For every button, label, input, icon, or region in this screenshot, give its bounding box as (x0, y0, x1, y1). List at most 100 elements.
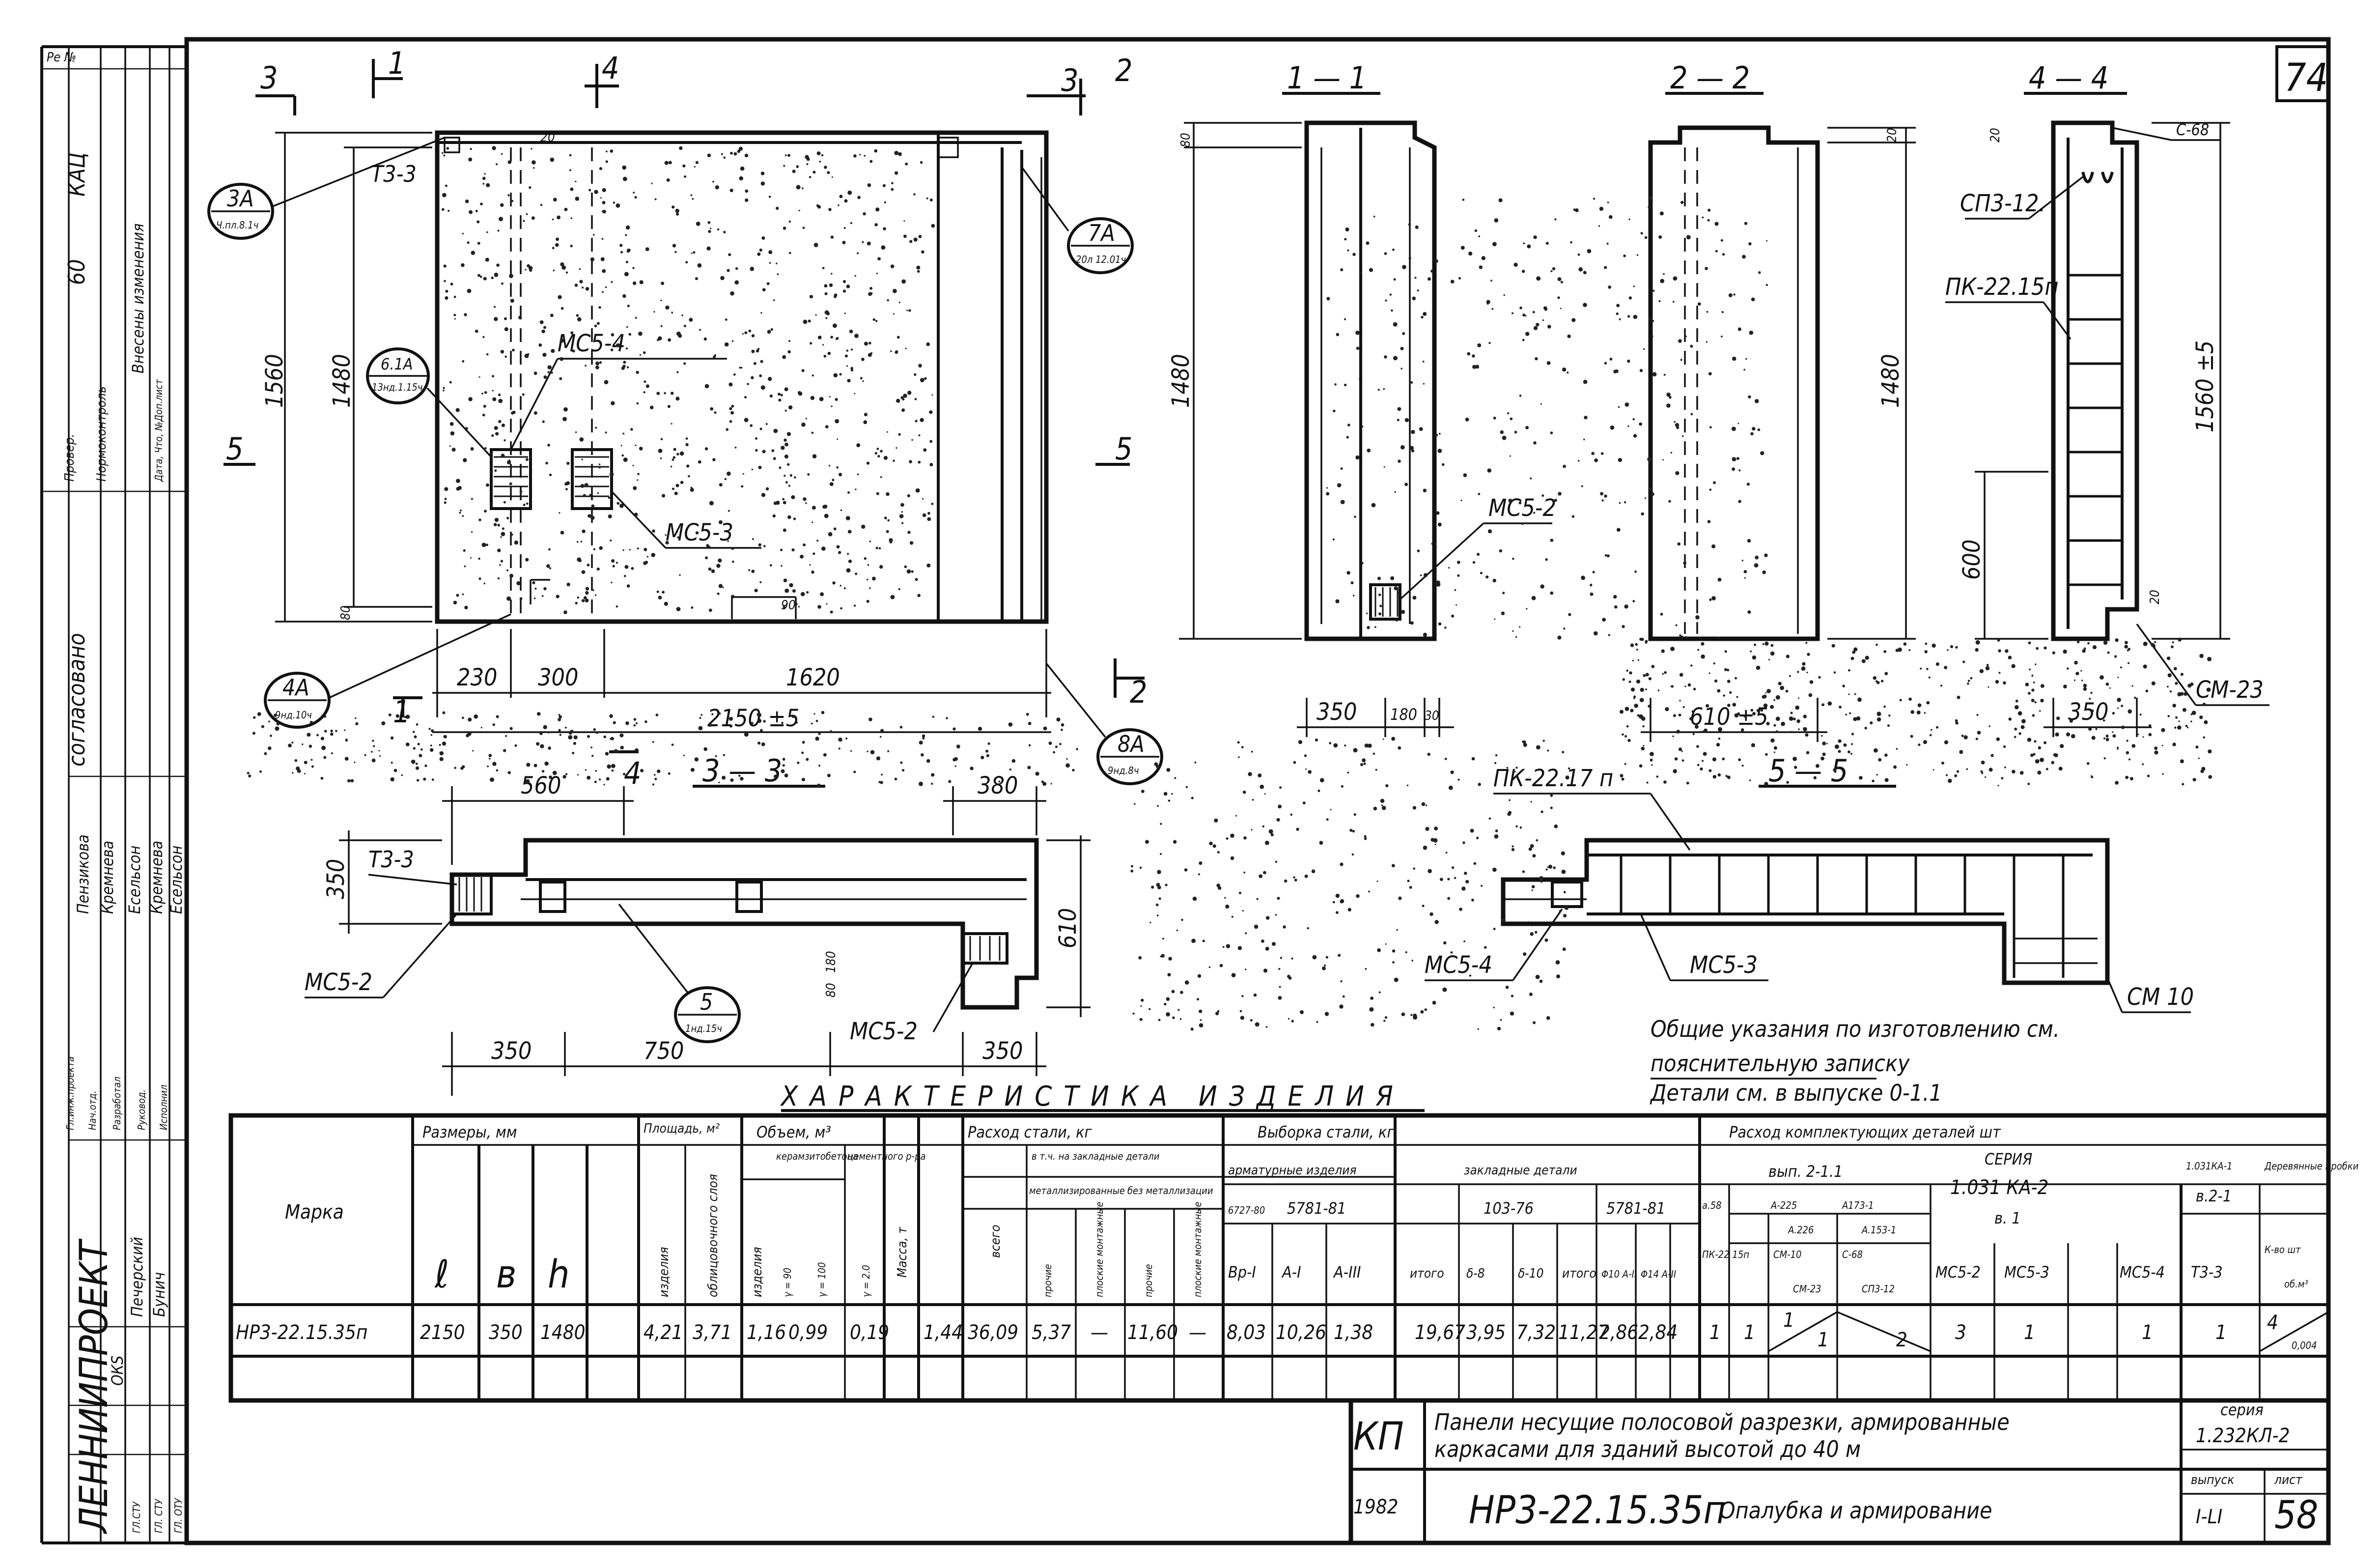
scan-speck (570, 217, 572, 219)
scan-speck (1717, 636, 1720, 639)
scan-speck (597, 492, 599, 494)
scan-speck (742, 473, 744, 475)
scan-speck (809, 564, 811, 566)
scan-speck (625, 234, 627, 236)
scan-speck (1725, 774, 1728, 777)
scan-speck (1346, 571, 1350, 575)
scan-speck (1604, 362, 1607, 365)
scan-speck (854, 393, 856, 395)
scan-speck (562, 775, 566, 779)
scan-speck (679, 574, 681, 576)
hdr-marka: Марка (285, 1201, 344, 1224)
scan-speck (635, 444, 637, 446)
scan-speck (1522, 870, 1525, 873)
scan-speck (1727, 775, 1731, 779)
scan-speck (747, 383, 749, 385)
scan-speck (751, 376, 754, 379)
scan-speck (381, 721, 386, 725)
scan-speck (1689, 716, 1693, 721)
scan-speck (1525, 426, 1529, 429)
scan-speck (462, 232, 464, 235)
scan-speck (471, 498, 474, 500)
scan-speck (1545, 868, 1548, 871)
scan-speck (730, 411, 734, 415)
scan-speck (924, 377, 927, 380)
scan-speck (468, 157, 473, 162)
scan-speck (987, 742, 990, 745)
scan-speck (610, 348, 614, 351)
scan-speck (815, 314, 817, 316)
scan-speck (1352, 253, 1356, 256)
scan-speck (630, 428, 633, 431)
scan-speck (741, 367, 743, 369)
scan-speck (1975, 640, 1980, 645)
scan-speck (1701, 642, 1705, 646)
scan-speck (2151, 643, 2155, 647)
scan-speck (372, 740, 374, 742)
scan-speck (1420, 574, 1422, 576)
scan-speck (1481, 256, 1486, 260)
scan-speck (800, 592, 805, 597)
scan-speck (486, 353, 489, 356)
scan-speck (511, 533, 513, 536)
scan-speck (691, 253, 693, 255)
scan-speck (773, 428, 778, 433)
scan-speck (316, 734, 319, 737)
scan-speck (371, 751, 373, 753)
scan-speck (626, 584, 630, 588)
scan-speck (728, 510, 730, 512)
scan-speck (1718, 727, 1722, 732)
scan-speck (559, 734, 562, 736)
scan-speck (501, 153, 503, 155)
scan-speck (1293, 876, 1295, 879)
scan-speck (1547, 866, 1549, 868)
scan-speck (631, 567, 634, 570)
scan-speck (1335, 599, 1340, 603)
scan-speck (913, 193, 916, 196)
scan-speck (1986, 664, 1989, 666)
scan-speck (1967, 680, 1970, 682)
scan-speck (2129, 777, 2133, 781)
scan-speck (2134, 696, 2136, 699)
scan-speck (1250, 1019, 1253, 1022)
scan-speck (478, 376, 480, 378)
scan-speck (833, 527, 837, 531)
scan-speck (664, 601, 668, 606)
scan-speck (1191, 797, 1194, 799)
scan-speck (707, 221, 711, 224)
scan-speck (923, 448, 927, 452)
scan-speck (1427, 752, 1430, 756)
scan-speck (560, 357, 564, 361)
scan-speck (1340, 268, 1344, 272)
front-sec-2-bottom: 2 (1130, 674, 1147, 710)
scan-speck (1702, 760, 1704, 762)
scan-speck (2052, 651, 2055, 655)
scan-speck (1197, 998, 1199, 1001)
scan-speck (475, 329, 478, 333)
scan-speck (1168, 957, 1172, 961)
scan-speck (1397, 407, 1401, 411)
scan-speck (1853, 647, 1858, 652)
scan-speck (835, 398, 838, 401)
scan-speck (1495, 829, 1498, 832)
scan-speck (1706, 704, 1709, 708)
scan-speck (1578, 460, 1580, 462)
scan-speck (784, 773, 788, 778)
scan-speck (2035, 663, 2037, 665)
scan-speck (2092, 645, 2097, 650)
hdr-a226: А.226 (1788, 1224, 1814, 1236)
scan-speck (588, 189, 591, 192)
scan-speck (2125, 775, 2128, 779)
scan-speck (611, 764, 616, 769)
scan-speck (867, 183, 871, 187)
scan-speck (1944, 666, 1948, 669)
hdr-vol-ceram-sub2: γ = 100 (816, 1262, 828, 1297)
scan-speck (1633, 314, 1638, 319)
scan-speck (1622, 733, 1624, 736)
scan-speck (866, 461, 870, 465)
scan-speck (1356, 346, 1360, 350)
scan-speck (1527, 921, 1529, 923)
hdr-compl: Расход комплектующих деталей шт (1729, 1123, 2001, 1141)
scan-speck (802, 227, 805, 229)
scan-speck (739, 176, 743, 181)
